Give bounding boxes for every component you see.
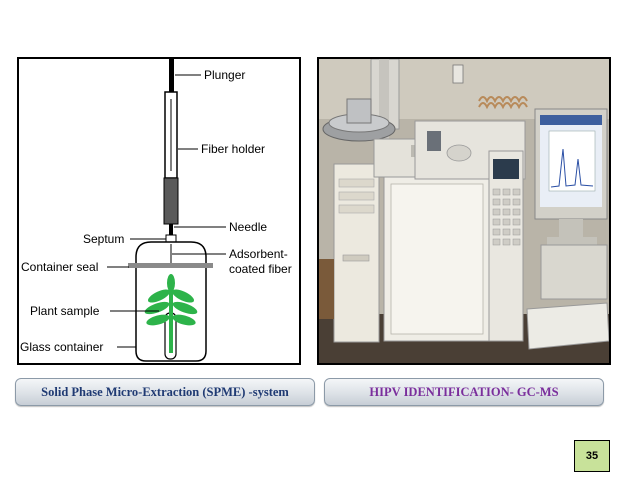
caption-spme: Solid Phase Micro-Extraction (SPME) -sys… xyxy=(15,378,315,406)
container-seal xyxy=(128,263,213,268)
page-number: 35 xyxy=(585,450,599,462)
label-septum: Septum xyxy=(83,232,124,246)
spme-diagram: Plunger Fiber holder Needle Septum Adsor… xyxy=(20,59,292,362)
label-plunger: Plunger xyxy=(204,68,245,82)
label-needle: Needle xyxy=(229,220,267,234)
caption-spme-text: Solid Phase Micro-Extraction (SPME) -sys… xyxy=(41,384,289,399)
leader-lines xyxy=(107,74,226,348)
plunger-rod xyxy=(169,59,174,92)
gcms-photo-panel xyxy=(317,57,611,365)
needle xyxy=(169,224,173,238)
gcms-photo xyxy=(319,59,609,363)
label-plant-sample: Plant sample xyxy=(30,304,100,318)
caption-gcms: HIPV IDENTIFICATION- GC-MS xyxy=(324,378,604,406)
label-container-seal: Container seal xyxy=(21,260,98,274)
holder-barrel xyxy=(163,177,179,225)
label-glass-container: Glass container xyxy=(20,340,103,354)
label-adsorbent-line2: coated fiber xyxy=(229,262,292,276)
spme-diagram-panel: Plunger Fiber holder Needle Septum Adsor… xyxy=(17,57,301,365)
caption-gcms-text: HIPV IDENTIFICATION- GC-MS xyxy=(369,384,559,399)
page-number-badge: 35 xyxy=(574,440,610,472)
label-adsorbent-line1: Adsorbent- xyxy=(229,247,288,261)
label-fiber-holder: Fiber holder xyxy=(201,142,265,156)
